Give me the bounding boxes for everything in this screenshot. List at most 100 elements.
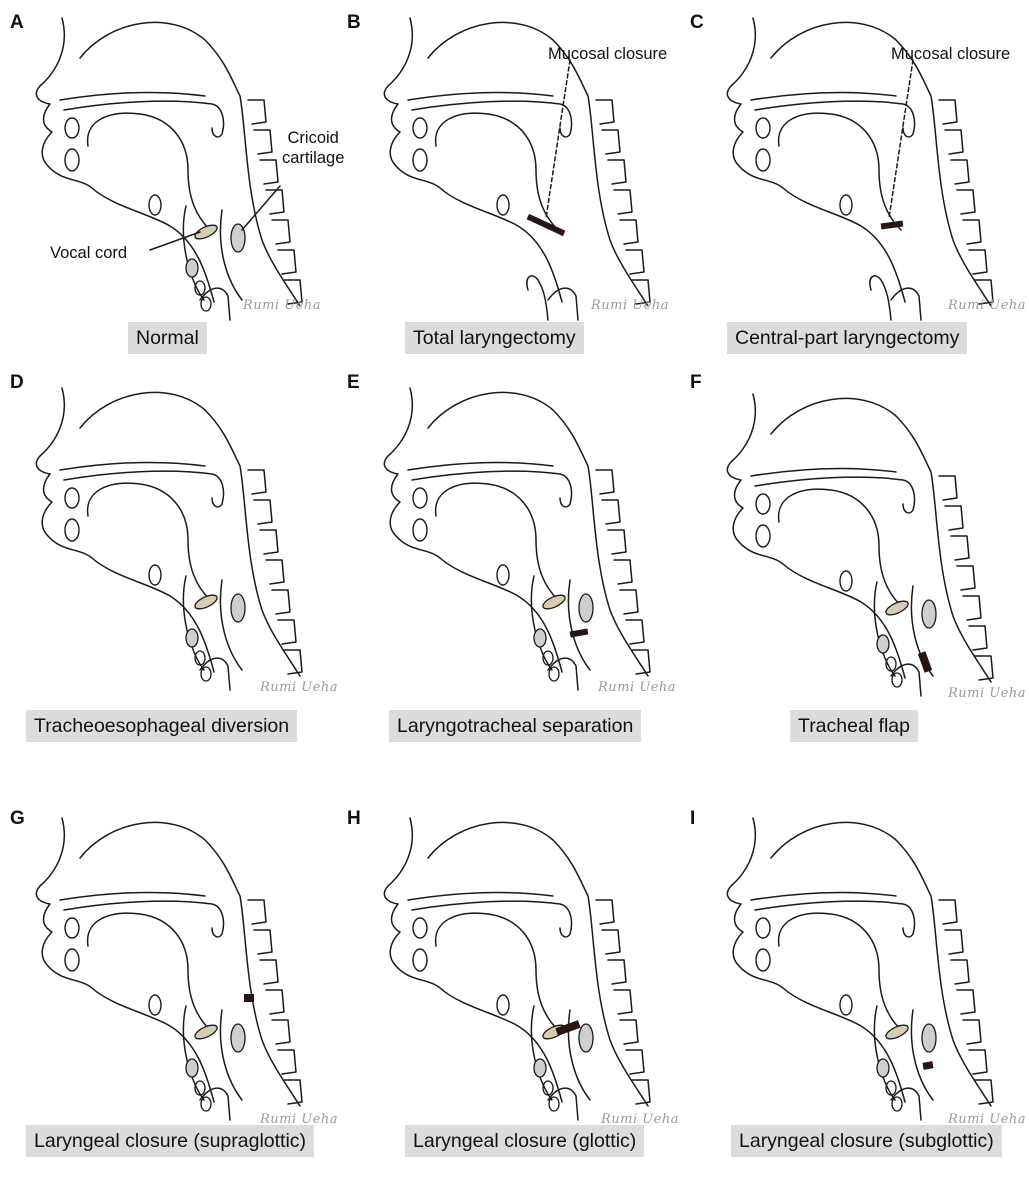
hyoid-bone — [149, 995, 161, 1015]
tongue — [779, 489, 901, 606]
head-neck-illustration — [0, 800, 343, 1130]
panel-caption: Laryngeal closure (supraglottic) — [26, 1125, 314, 1157]
artist-signature: Rumi Ueha — [260, 680, 338, 695]
soft-palate — [755, 901, 915, 937]
soft-palate — [64, 101, 224, 137]
vertebra — [963, 220, 981, 244]
panel-c: C Mucosal closure Rumi Ueha Central-part… — [686, 0, 1029, 384]
vertebra — [284, 650, 302, 674]
panel-g: G Rumi Ueha Laryngeal closure (supraglot… — [0, 800, 343, 1184]
vertebra — [260, 160, 278, 184]
cricoid-cartilage — [579, 1024, 593, 1052]
panel-d: D Rumi Ueha Tracheoesophageal diversion — [0, 370, 343, 754]
head-neck-illustration — [343, 800, 686, 1130]
chin-contour — [200, 658, 230, 690]
chin-contour — [548, 288, 578, 320]
vertebra — [596, 470, 614, 494]
head-neck-illustration — [686, 370, 1029, 700]
hard-palate — [60, 93, 205, 100]
vertebra — [969, 250, 987, 274]
vertebra — [939, 900, 957, 924]
vertebra — [602, 500, 620, 524]
hard-palate — [408, 463, 553, 470]
mucosal-closure-label: Mucosal closure — [891, 44, 1010, 64]
vertebra — [945, 130, 963, 154]
vertebra — [248, 470, 266, 494]
tongue — [436, 113, 558, 230]
tracheal-ring — [549, 667, 559, 681]
vertebra — [266, 560, 284, 584]
lower-tooth — [756, 949, 770, 971]
vertebra — [260, 960, 278, 984]
soft-palate — [755, 101, 915, 137]
vertebra — [254, 930, 272, 954]
anatomy-group — [727, 818, 993, 1120]
vertebra — [608, 530, 626, 554]
vertebra — [278, 620, 296, 644]
soft-palate — [755, 477, 915, 513]
tracheal-ring — [186, 1059, 198, 1077]
hard-palate — [60, 463, 205, 470]
hard-palate — [751, 93, 896, 100]
hyoid-bone — [149, 565, 161, 585]
mucosal-closure-pointer — [889, 60, 913, 218]
vertebra — [272, 1020, 290, 1044]
cricoid-label-line1: Cricoid — [288, 129, 339, 147]
hyoid-bone — [497, 195, 509, 215]
vertebra — [614, 560, 632, 584]
vertebra — [254, 130, 272, 154]
hyoid-bone — [497, 995, 509, 1015]
upper-tooth — [413, 118, 427, 138]
vertebra — [272, 590, 290, 614]
vertebra — [951, 960, 969, 984]
cricoid-cartilage — [579, 594, 593, 622]
lower-tooth — [756, 149, 770, 171]
tracheal-ring — [201, 297, 211, 311]
panel-caption: Tracheal flap — [790, 710, 918, 742]
vertebra — [602, 130, 620, 154]
upper-tooth — [413, 488, 427, 508]
vertebra — [626, 250, 644, 274]
vertebra — [626, 620, 644, 644]
tongue — [779, 113, 901, 230]
head-neck-illustration — [343, 370, 686, 700]
upper-tooth — [756, 918, 770, 938]
vertebra — [278, 250, 296, 274]
chin-contour — [548, 658, 578, 690]
hyoid-bone — [149, 195, 161, 215]
cricoid-cartilage — [922, 600, 936, 628]
tracheal-ring — [877, 635, 889, 653]
anatomy-group — [727, 394, 993, 696]
tracheal-ring — [549, 1097, 559, 1111]
stoma — [870, 276, 891, 320]
vertebra — [266, 190, 284, 214]
vertebra — [632, 1080, 650, 1104]
tongue — [779, 913, 901, 1030]
cricoid-cartilage — [231, 1024, 245, 1052]
vertebra — [969, 626, 987, 650]
soft-palate — [64, 471, 224, 507]
vertebra — [632, 650, 650, 674]
tracheal-ring — [892, 673, 902, 687]
hyoid-bone — [497, 565, 509, 585]
panel-e: E Rumi Ueha Laryngotracheal separation — [343, 370, 686, 754]
anatomy-group — [36, 18, 302, 320]
vertebra — [260, 530, 278, 554]
vertebra — [608, 160, 626, 184]
tongue — [88, 113, 210, 230]
chin-contour — [200, 288, 230, 320]
vertebra — [278, 1050, 296, 1074]
vertebra — [248, 100, 266, 124]
hyoid-bone — [840, 195, 852, 215]
soft-palate — [412, 901, 572, 937]
upper-tooth — [756, 494, 770, 514]
vertebra — [963, 596, 981, 620]
vertebra — [957, 990, 975, 1014]
tracheal-ring — [877, 1059, 889, 1077]
tongue — [88, 483, 210, 600]
upper-tooth — [65, 918, 79, 938]
mucosal-closure-label: Mucosal closure — [548, 44, 667, 64]
tongue — [436, 913, 558, 1030]
lower-tooth — [413, 519, 427, 541]
lower-tooth — [413, 149, 427, 171]
